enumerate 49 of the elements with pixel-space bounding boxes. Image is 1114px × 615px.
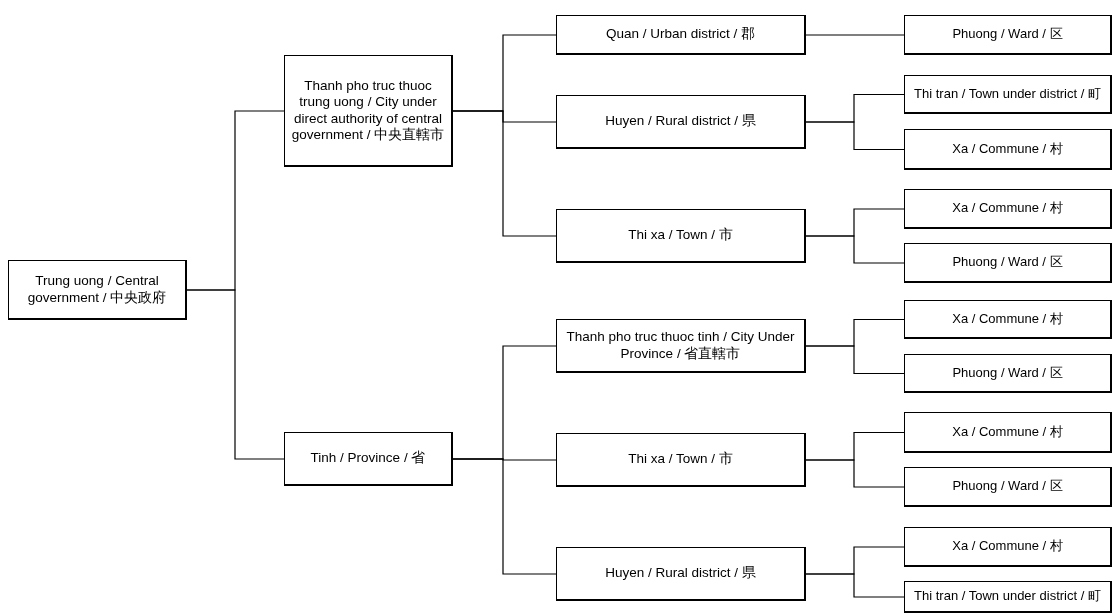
unit-label: Xa / Commune / 村 [951,201,1064,216]
unit-label: Xa / Commune / 村 [951,141,1064,157]
unit-box [284,55,453,167]
unit-label: Thi xa / Town / 市 [627,451,734,468]
connector-line [805,235,905,264]
connector-line [452,110,557,237]
connector-line [805,34,905,36]
unit-label: Tinh / Province / 省 [309,450,427,467]
unit-box [904,129,1112,170]
unit-label: Phuong / Ward / 区 [951,365,1064,381]
unit-label: Huyen / Rural district / 県 [604,565,757,582]
unit-label: Quan / Urban district / 郡 [604,26,757,43]
unit-label: Phuong / Ward / 区 [951,27,1064,42]
unit-box [556,15,806,55]
unit-label: Xa / Commune / 村 [951,539,1064,554]
unit-box [556,95,806,149]
unit-box [904,75,1112,114]
unit-box [904,300,1112,339]
unit-label: Thi tran / Town under district / 町 [913,589,1102,604]
connector-line [805,573,905,598]
unit-label: Thi tran / Town under district / 町 [913,86,1102,102]
unit-box [904,412,1112,453]
unit-label: Thanh pho truc thuoc tinh / City Under Province / 省直轄市 [565,329,796,362]
connector-line [452,458,557,575]
unit-box [556,319,806,373]
unit-box [904,527,1112,567]
unit-box [904,15,1112,55]
unit-box [556,209,806,263]
unit-label: Huyen / Rural district / 県 [604,113,757,130]
unit-box [904,189,1112,229]
unit-box [904,581,1112,613]
unit-box [904,467,1112,507]
unit-box [556,547,806,601]
unit-label: Phuong / Ward / 区 [951,479,1064,494]
unit-box [556,433,806,487]
connector-line [186,289,285,460]
unit-box [8,260,187,320]
connector-line [805,459,905,488]
connector-line [805,345,905,375]
unit-box [284,432,453,486]
unit-box [904,354,1112,393]
unit-label: Xa / Commune / 村 [951,311,1064,327]
unit-label: Phuong / Ward / 区 [951,255,1064,270]
unit-label: Xa / Commune / 村 [951,424,1064,440]
unit-label: Thi xa / Town / 市 [627,227,734,244]
unit-box [904,243,1112,283]
unit-label: Thanh pho truc thuoc trung uong / City under direct authority of central government / 中央直轄市 [290,78,446,143]
unit-label: Trung uong / Central government / 中央政府 [26,273,168,306]
connector-line [805,121,905,151]
